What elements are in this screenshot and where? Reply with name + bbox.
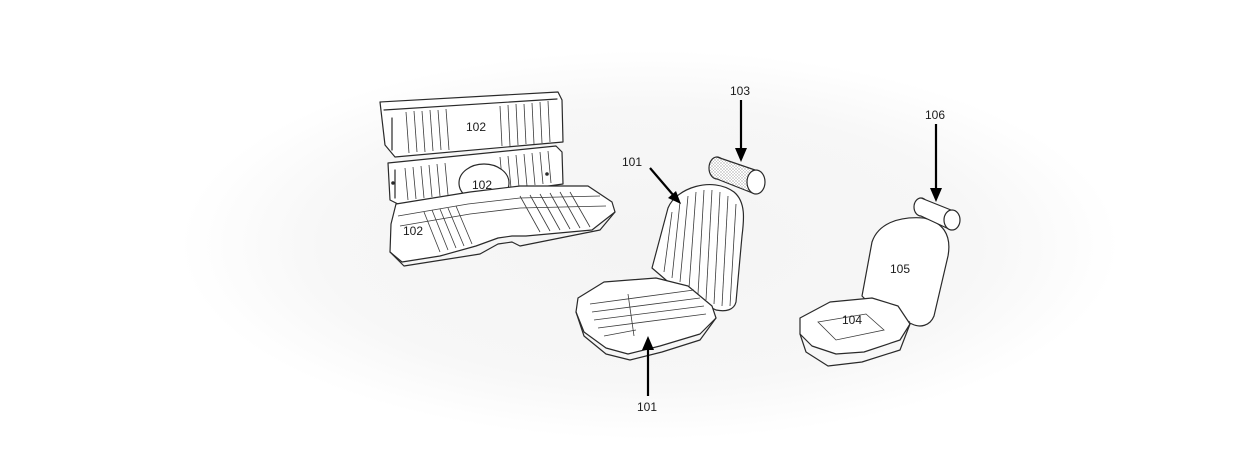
callout-arrows bbox=[642, 100, 942, 396]
label-101-top: 101 bbox=[622, 155, 642, 169]
label-103: 103 bbox=[730, 84, 750, 98]
label-101-bottom: 101 bbox=[637, 400, 657, 414]
label-102-lower: 102 bbox=[403, 224, 423, 238]
arrow-106 bbox=[930, 124, 942, 202]
rear-upper-pleats bbox=[405, 100, 551, 154]
arrow-101-top bbox=[649, 167, 681, 204]
plain-seat-backrest bbox=[861, 217, 950, 327]
background-oval bbox=[180, 50, 1120, 440]
label-102-upper: 102 bbox=[466, 120, 486, 134]
front-pleated-seat bbox=[575, 156, 766, 361]
plain-seat-cushion bbox=[799, 297, 911, 355]
plain-seat bbox=[799, 197, 961, 367]
label-102-middle: 102 bbox=[472, 178, 492, 192]
rear-backrest-upper bbox=[379, 91, 564, 158]
label-106: 106 bbox=[925, 108, 945, 122]
label-105: 105 bbox=[890, 262, 910, 276]
rear-lower-pleats bbox=[404, 150, 552, 201]
front-backrest-pleats bbox=[663, 189, 737, 307]
arrow-103 bbox=[735, 100, 747, 162]
rear-bench-seat bbox=[379, 91, 616, 267]
front-cushion-pleats bbox=[589, 289, 707, 337]
reference-labels: 102 102 102 101 103 101 106 105 104 bbox=[403, 84, 945, 414]
label-104: 104 bbox=[842, 313, 862, 327]
rear-cushion-pleats bbox=[423, 191, 591, 253]
rear-seat-cushion bbox=[389, 185, 616, 263]
plain-headrest bbox=[913, 197, 961, 231]
front-seat-backrest bbox=[651, 184, 745, 312]
front-headrest bbox=[708, 156, 766, 195]
arrow-101-bottom bbox=[642, 336, 654, 396]
